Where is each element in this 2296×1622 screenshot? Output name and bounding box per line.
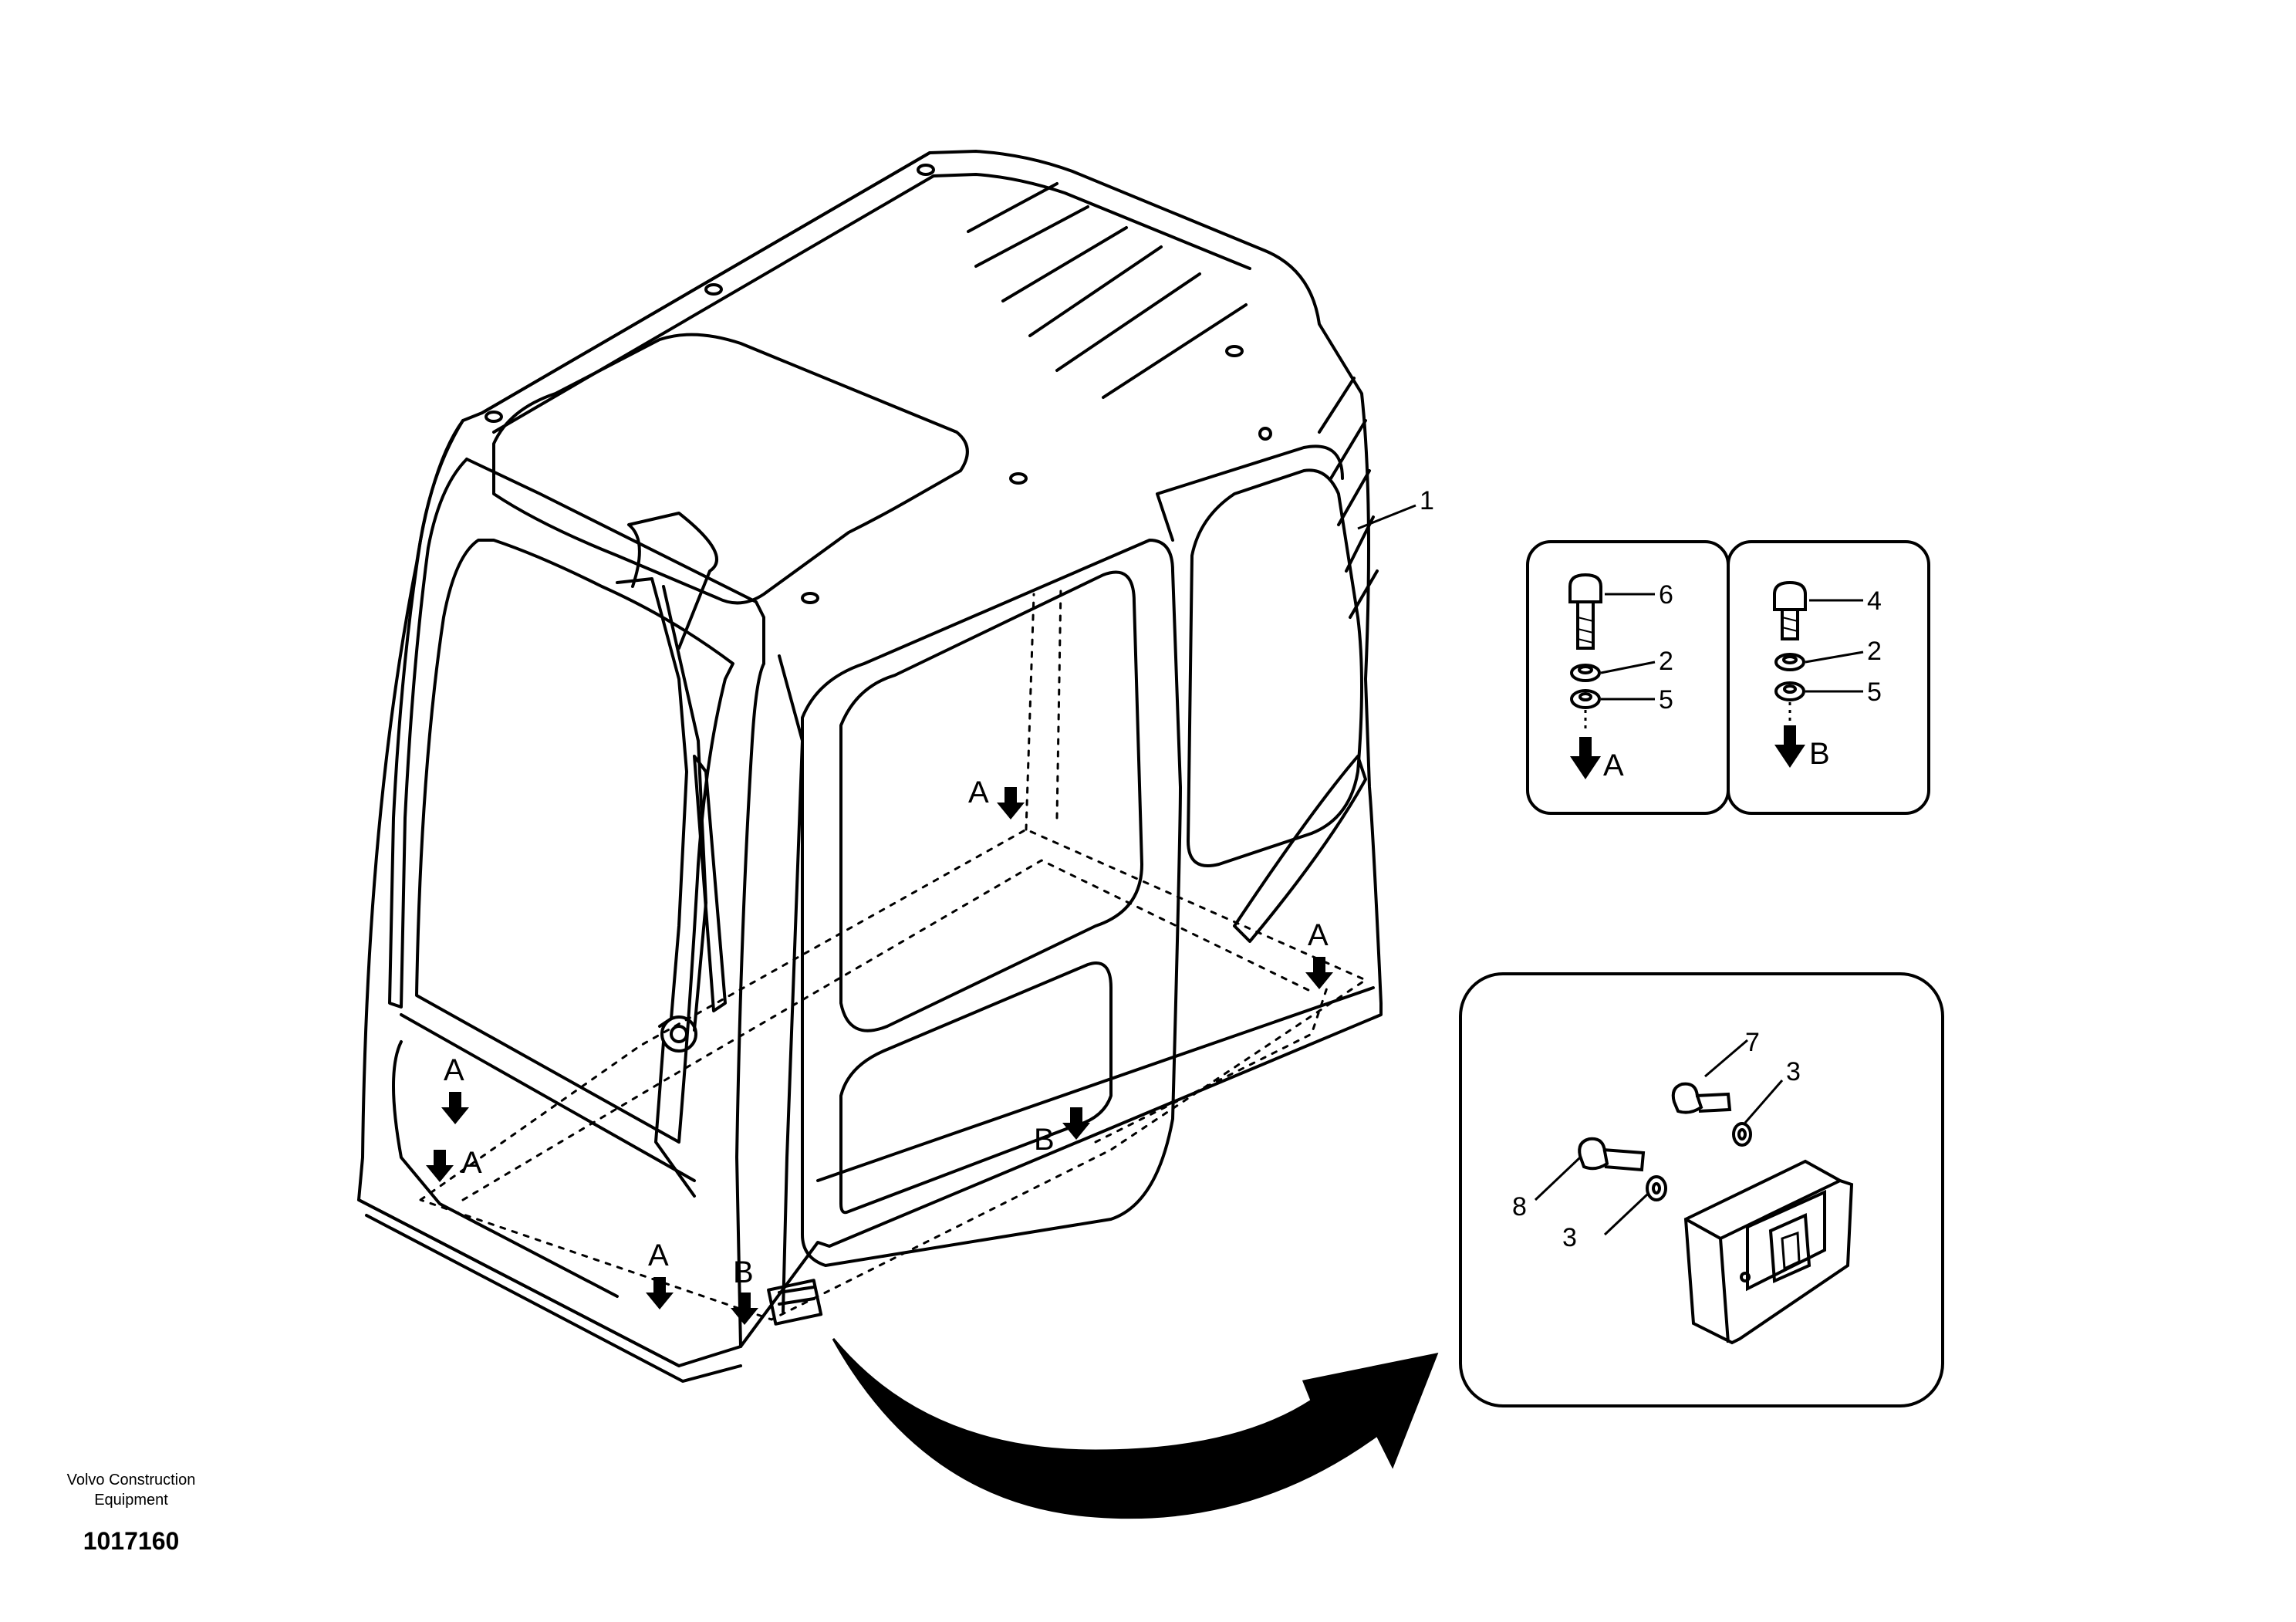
callout-detail-b-bolt: 4	[1867, 586, 1882, 616]
callout-detail-a-washer-top: 2	[1659, 647, 1673, 676]
bolt-icon	[1773, 580, 1807, 611]
detail-a-arrow	[1570, 737, 1601, 779]
detail-b-arrow	[1774, 725, 1805, 768]
screw-icon	[1578, 1137, 1609, 1171]
mount-label: A	[444, 1053, 464, 1087]
curved-reference-arrow	[832, 1338, 1439, 1519]
mount-arrow-a-rear	[1305, 957, 1333, 989]
detail-b-box	[1727, 540, 1930, 815]
callout-detail-a-washer-bottom: 5	[1659, 685, 1673, 715]
callout-switch-washer-upper: 3	[1786, 1057, 1801, 1086]
mount-label: A	[1308, 918, 1329, 952]
callout-cab: 1	[1420, 486, 1434, 515]
company-name: Volvo Construction Equipment	[66, 1472, 196, 1509]
floor-mount-plane	[419, 585, 1367, 1321]
callout-detail-b-washer-top: 2	[1867, 637, 1882, 666]
detail-a-box	[1526, 540, 1730, 815]
bolt-icon	[1568, 573, 1602, 603]
callout-switch-washer-lower: 3	[1562, 1223, 1577, 1252]
callout-detail-a-bolt: 6	[1659, 580, 1673, 610]
screw-icon	[1671, 1082, 1703, 1114]
callout-leader-cab	[1357, 504, 1416, 530]
mount-label: B	[1034, 1123, 1055, 1157]
operator-cab	[357, 150, 1383, 1383]
washer-icon	[1570, 689, 1601, 709]
mount-arrow-a-left-lower	[426, 1150, 454, 1182]
callout-detail-b-washer-bottom: 5	[1867, 678, 1882, 707]
mount-arrow-a-front-top	[997, 787, 1025, 819]
mount-point-markers	[426, 787, 1333, 1325]
mount-label: B	[733, 1255, 754, 1289]
callout-switch-screw-upper: 7	[1745, 1028, 1760, 1057]
washer-icon	[1774, 653, 1805, 671]
switch-housing	[1683, 1159, 1854, 1345]
detail-b-ref: B	[1809, 737, 1830, 771]
mount-label: A	[648, 1238, 669, 1272]
washer-icon	[1732, 1122, 1752, 1147]
document-number: 1017160	[83, 1527, 180, 1555]
switch-detail-box	[1459, 972, 1944, 1407]
document-footer: Volvo Construction Equipment 1017160	[31, 1470, 231, 1556]
mount-arrow-b-front	[731, 1293, 758, 1325]
washer-icon	[1774, 681, 1805, 701]
mount-label: A	[968, 776, 989, 809]
detail-a-ref: A	[1603, 748, 1624, 782]
washer-icon	[1646, 1175, 1667, 1201]
mount-arrow-a-front-bottom	[646, 1277, 674, 1309]
mount-label: A	[461, 1146, 482, 1180]
mount-arrow-b-door	[1062, 1107, 1090, 1140]
callout-switch-screw-lower: 8	[1512, 1192, 1527, 1222]
mount-arrow-a-left-upper	[441, 1092, 469, 1124]
